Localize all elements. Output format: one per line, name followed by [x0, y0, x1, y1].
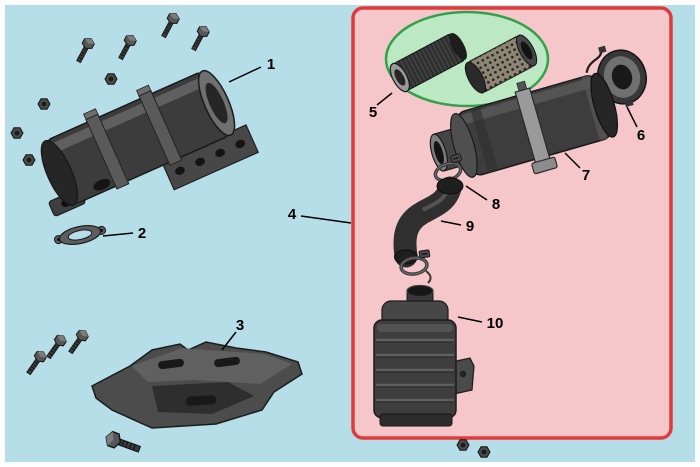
leader-line	[102, 232, 134, 237]
leader-line	[626, 106, 638, 128]
highlight-ellipse	[384, 10, 550, 108]
nut-icon	[10, 127, 24, 139]
part-filter-element-perforated	[464, 34, 538, 94]
callout-2: 2	[102, 225, 146, 242]
part-hose-clamp-lower	[397, 248, 434, 284]
callout-label: 3	[236, 317, 244, 334]
leader-line	[465, 185, 488, 201]
leader-line	[457, 316, 483, 323]
nut-icon	[104, 73, 118, 85]
callout-1: 1	[228, 56, 275, 83]
part-gasket	[53, 225, 107, 245]
leader-line	[564, 152, 581, 169]
part-filter-element-solid	[389, 32, 467, 93]
nut-icon	[456, 439, 470, 451]
leader-line	[221, 331, 237, 351]
callout-10: 10	[457, 315, 504, 332]
callout-label: 9	[466, 218, 474, 235]
callout-9: 9	[440, 218, 474, 235]
part-resonator-box	[373, 284, 475, 427]
callout-label: 8	[492, 196, 500, 213]
callout-label: 7	[582, 167, 590, 184]
callout-label: 2	[138, 225, 146, 242]
part-mounting-bracket	[91, 341, 303, 429]
nut-icon	[477, 446, 491, 458]
leader-line	[300, 215, 352, 224]
part-intake-hose	[393, 176, 464, 268]
callout-3: 3	[221, 317, 244, 351]
callout-5: 5	[369, 92, 393, 121]
leader-line	[228, 66, 262, 83]
callout-6: 6	[626, 106, 645, 144]
callout-4: 4	[288, 206, 352, 224]
callout-label: 4	[288, 206, 297, 223]
part-muffler-assembly	[40, 69, 260, 217]
callout-label: 1	[267, 56, 275, 73]
callout-label: 10	[487, 315, 504, 332]
nut-icon	[37, 98, 51, 110]
part-air-cleaner-assembly	[429, 45, 619, 178]
callout-7: 7	[564, 152, 590, 184]
leader-line	[376, 92, 393, 106]
callout-label: 6	[637, 127, 645, 144]
leader-line	[440, 220, 462, 226]
callout-label: 5	[369, 104, 377, 121]
callout-8: 8	[465, 185, 500, 213]
nut-icon	[22, 154, 36, 166]
